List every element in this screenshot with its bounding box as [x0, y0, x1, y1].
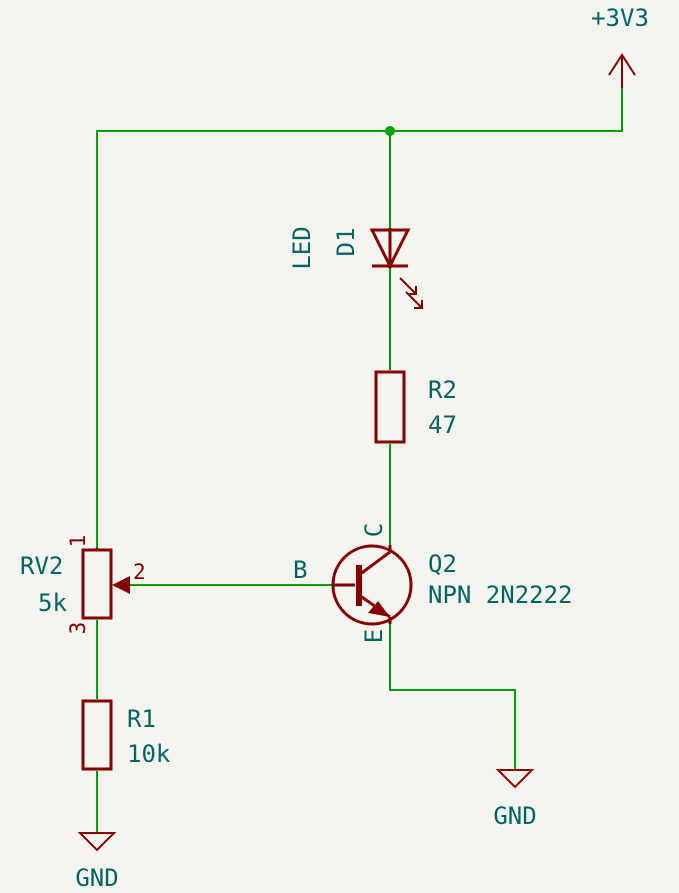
r2-ref: R2 — [428, 376, 457, 404]
rv2-value: 5k — [38, 589, 67, 617]
potentiometer-rv2: RV2 5k 1 2 3 — [20, 535, 146, 635]
q2-ref: Q2 — [428, 550, 457, 578]
resistor-r1: R1 10k — [81, 699, 171, 771]
vcc-power-symbol: +3V3 — [591, 4, 649, 88]
led-value: LED — [288, 226, 316, 269]
q2-pin-e: E — [360, 629, 388, 643]
resistor-r2: R2 47 — [374, 370, 457, 444]
r1-value: 10k — [127, 740, 171, 768]
wire-emitter-to-gnd — [389, 624, 516, 770]
led-d1: LED D1 — [288, 226, 423, 309]
gnd-right-label: GND — [493, 802, 536, 830]
gnd-symbol-left: GND — [75, 832, 119, 892]
wire-vcc-rail — [96, 88, 623, 548]
gnd-symbol-right: GND — [493, 769, 537, 830]
emitter-arrow-icon — [368, 601, 390, 617]
wires — [96, 88, 623, 833]
led-ref: D1 — [332, 228, 360, 257]
r2-value: 47 — [428, 411, 457, 439]
wiper-arrow-icon — [112, 576, 130, 594]
rv2-pin-1: 1 — [66, 535, 90, 548]
q2-pin-b: B — [293, 556, 307, 584]
rv2-pin-3: 3 — [66, 622, 90, 635]
junction-dot — [385, 126, 395, 136]
vcc-label: +3V3 — [591, 4, 649, 32]
r1-ref: R1 — [127, 705, 156, 733]
rv2-ref: RV2 — [20, 552, 63, 580]
q2-value: NPN 2N2222 — [428, 581, 573, 609]
q2-pin-c: C — [360, 523, 388, 537]
rv2-pin-2: 2 — [133, 560, 146, 584]
transistor-q2: Q2 NPN 2N2222 B C E — [293, 523, 573, 643]
light-emission-arrows-icon — [399, 277, 423, 309]
gnd-left-label: GND — [75, 864, 118, 892]
